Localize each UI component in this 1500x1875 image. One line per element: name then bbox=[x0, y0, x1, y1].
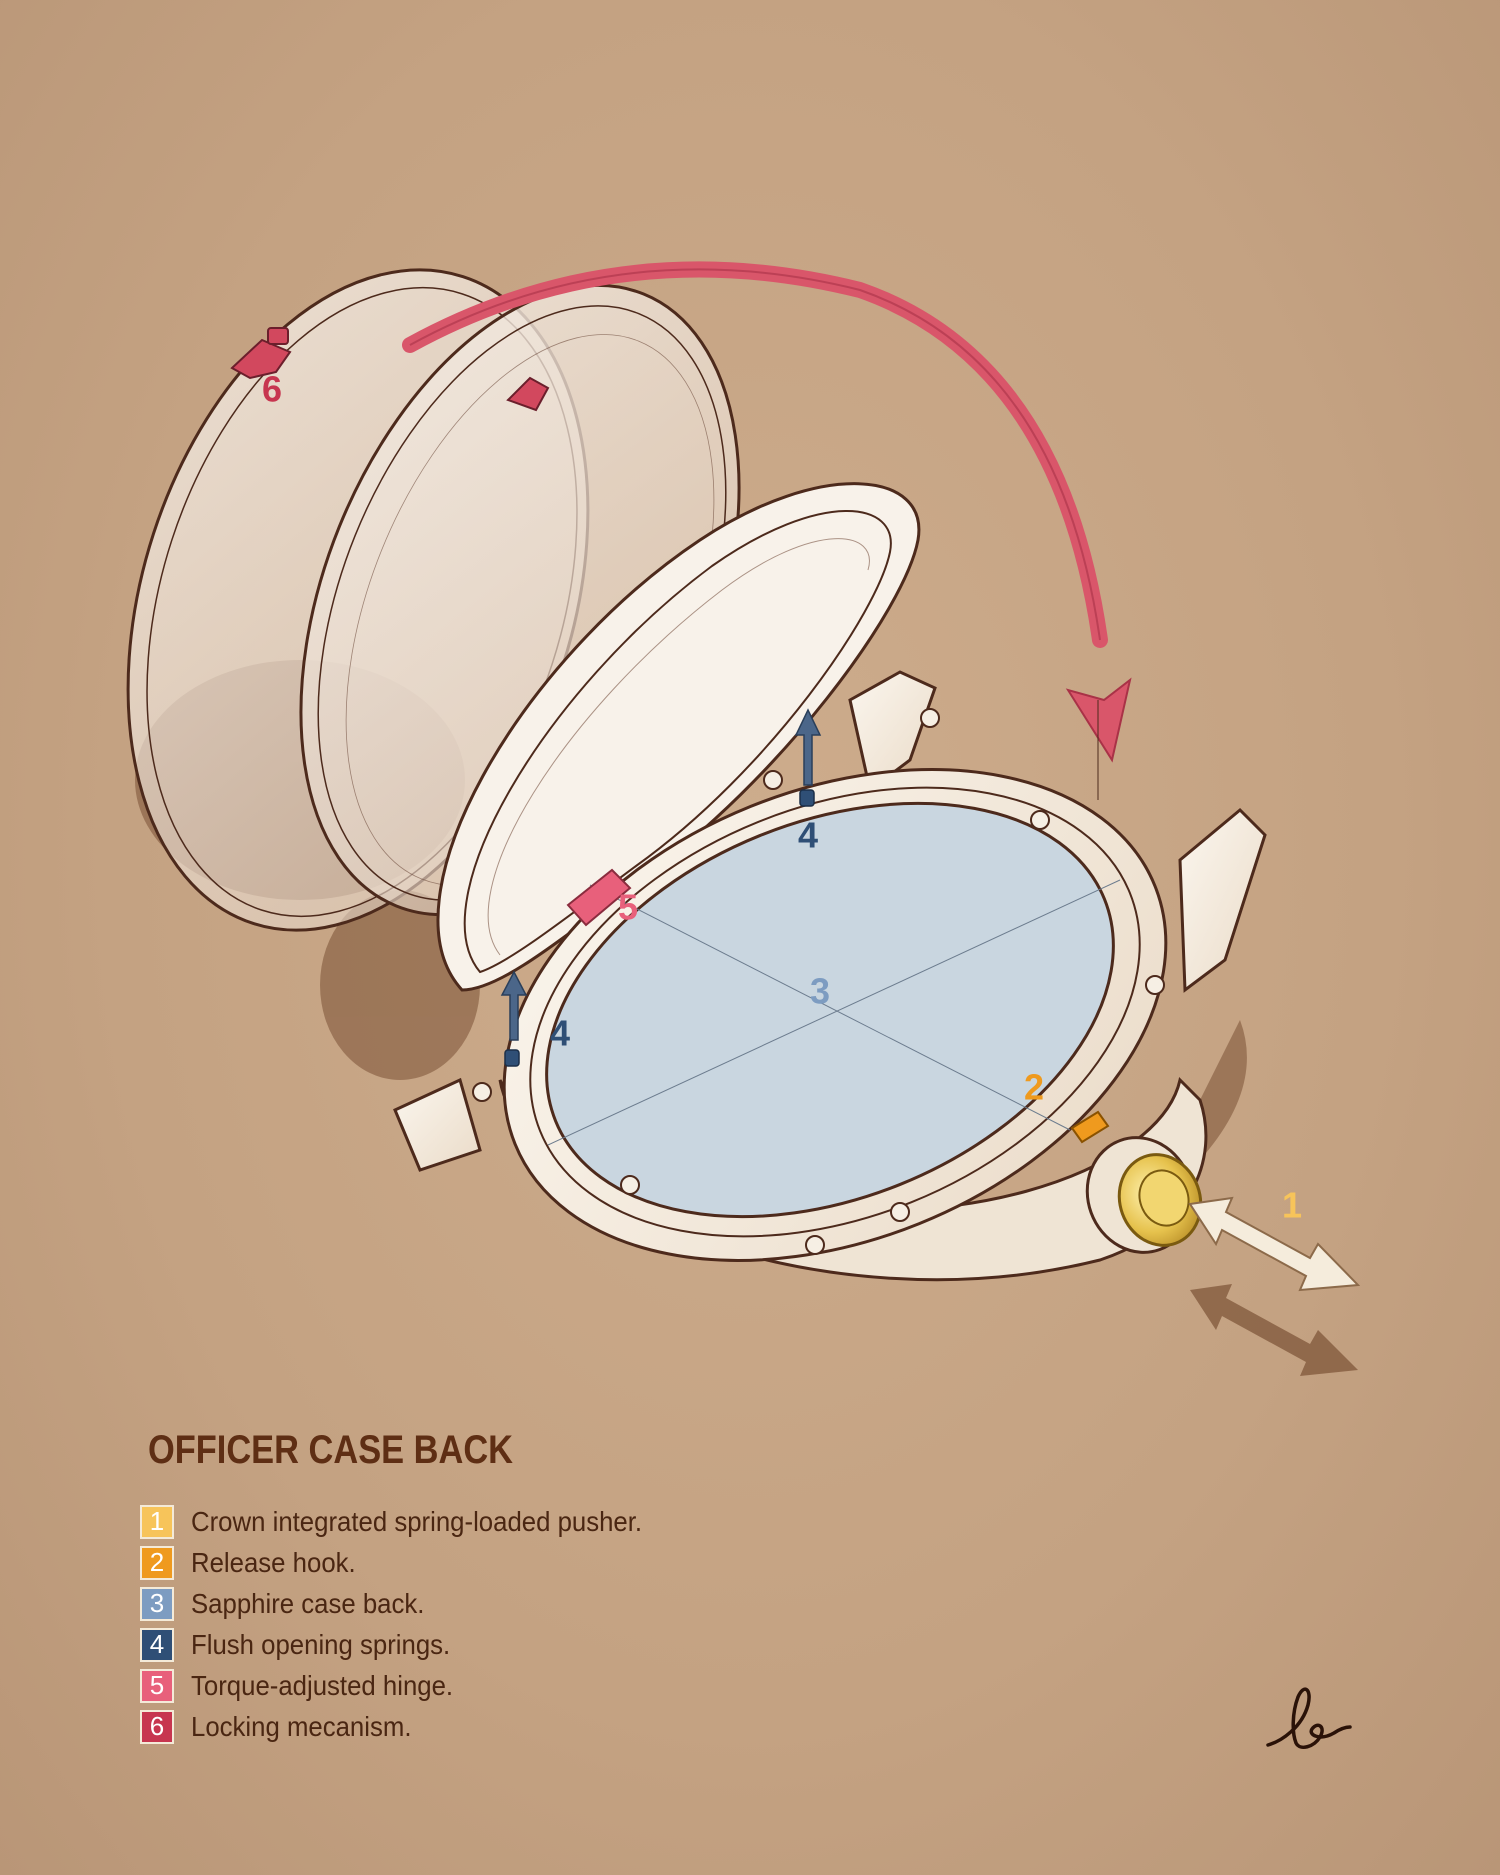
callout-4-top: 4 bbox=[798, 815, 818, 856]
crown bbox=[1085, 1136, 1203, 1254]
legend-title: OFFICER CASE BACK bbox=[148, 1428, 514, 1472]
artist-signature-icon bbox=[1266, 1687, 1352, 1749]
legend-item-label: Release hook. bbox=[191, 1546, 356, 1578]
legend-item-label: Sapphire case back. bbox=[191, 1587, 425, 1619]
legend-item-label: Torque-adjusted hinge. bbox=[191, 1669, 454, 1701]
legend-item: 5 Torque-adjusted hinge. bbox=[140, 1665, 681, 1706]
legend-number-badge: 4 bbox=[140, 1627, 174, 1662]
pusher-arrow bbox=[1188, 1196, 1361, 1376]
legend-number-badge: 3 bbox=[140, 1586, 174, 1621]
legend-item: 3 Sapphire case back. bbox=[140, 1583, 681, 1624]
callout-4-left: 4 bbox=[550, 1013, 570, 1054]
legend-item-label: Flush opening springs. bbox=[191, 1628, 451, 1660]
legend-item-label: Locking mecanism. bbox=[191, 1710, 412, 1742]
callout-3: 3 bbox=[810, 971, 830, 1012]
legend-item: 6 Locking mecanism. bbox=[140, 1706, 681, 1747]
legend-number-badge: 2 bbox=[140, 1545, 174, 1580]
callout-2: 2 bbox=[1024, 1067, 1044, 1108]
callout-6: 6 bbox=[262, 369, 282, 410]
motion-arrow bbox=[402, 261, 1132, 800]
legend: OFFICER CASE BACK 1 Crown integrated spri… bbox=[140, 1428, 681, 1747]
callout-1: 1 bbox=[1282, 1185, 1302, 1226]
legend-item-label: Crown integrated spring-loaded pusher. bbox=[191, 1505, 643, 1537]
legend-number-badge: 5 bbox=[140, 1668, 174, 1703]
legend-list: 1 Crown integrated spring-loaded pusher. 2… bbox=[140, 1501, 681, 1747]
legend-item: 2 Release hook. bbox=[140, 1542, 681, 1583]
legend-item: 4 Flush opening springs. bbox=[140, 1624, 681, 1665]
legend-item: 1 Crown integrated spring-loaded pusher. bbox=[140, 1501, 681, 1542]
watch-case bbox=[393, 670, 1267, 1282]
spring-arrows bbox=[500, 708, 822, 1041]
legend-number-badge: 1 bbox=[140, 1504, 174, 1539]
legend-number-badge: 6 bbox=[140, 1709, 174, 1744]
callout-5: 5 bbox=[618, 887, 638, 928]
